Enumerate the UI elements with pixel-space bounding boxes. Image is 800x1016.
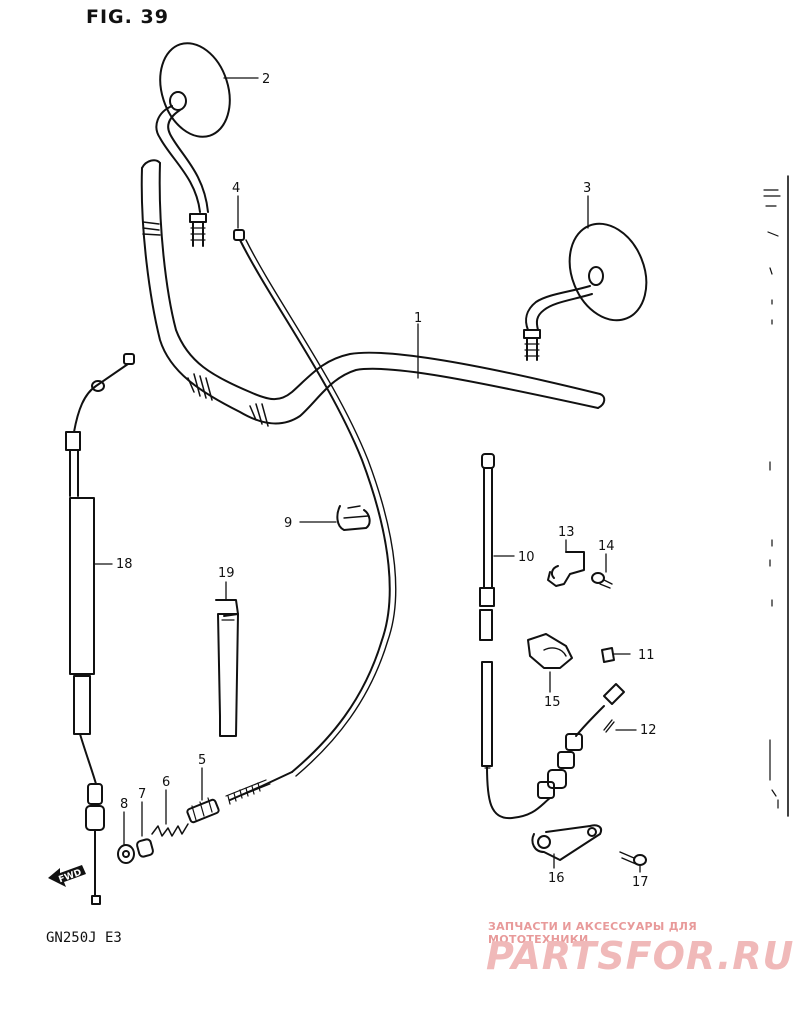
watermark-logo: PARTSFOR.RU xyxy=(486,934,795,978)
boot xyxy=(136,838,154,858)
linkage-assembly xyxy=(537,647,625,799)
callout-13: 13 xyxy=(558,525,575,540)
brake-switch-cable xyxy=(479,453,551,820)
clutch-cable xyxy=(225,229,397,805)
callout-8: 8 xyxy=(120,797,128,812)
bracket-screw xyxy=(591,572,613,589)
cable-clamp xyxy=(336,505,371,531)
switch-cover xyxy=(527,633,573,669)
callout-14: 14 xyxy=(598,539,615,554)
handlebar xyxy=(140,159,606,427)
figure-title: FIG. 39 xyxy=(86,6,169,28)
callout-3: 3 xyxy=(583,181,591,196)
callout-labels: 2 4 3 1 9 10 13 14 11 15 12 16 17 18 19 … xyxy=(116,72,657,890)
callout-2: 2 xyxy=(262,72,270,87)
callout-11: 11 xyxy=(638,648,655,663)
throttle-cable xyxy=(65,353,135,905)
callout-7: 7 xyxy=(138,787,146,802)
callout-4: 4 xyxy=(232,181,240,196)
callout-16: 16 xyxy=(548,871,565,886)
watermark-tagline: ЗАПЧАСТИ И АКСЕССУАРЫ ДЛЯ МОТОТЕХНИКИ xyxy=(488,920,698,946)
strap-band xyxy=(215,599,239,737)
right-mirror xyxy=(523,222,648,361)
callout-9: 9 xyxy=(284,516,292,531)
fwd-arrow-icon: FWD xyxy=(48,865,86,887)
spring xyxy=(151,823,189,837)
fwd-label: FWD xyxy=(57,868,83,885)
callout-6: 6 xyxy=(162,775,170,790)
callout-5: 5 xyxy=(198,753,206,768)
mounting-bracket xyxy=(547,551,585,587)
callout-1: 1 xyxy=(414,311,422,326)
callout-17: 17 xyxy=(632,875,649,890)
callout-15: 15 xyxy=(544,695,561,710)
plate-screw xyxy=(619,851,647,866)
switch-plate xyxy=(531,824,602,861)
washer xyxy=(117,844,135,864)
callout-12: 12 xyxy=(640,723,657,738)
callout-18: 18 xyxy=(116,557,133,572)
callout-10: 10 xyxy=(518,550,535,565)
adjuster-nut xyxy=(186,797,220,824)
model-code: GN250J E3 xyxy=(46,930,122,946)
edge-marks xyxy=(763,175,789,817)
callout-19: 19 xyxy=(218,566,235,581)
left-mirror xyxy=(155,42,231,247)
leader-lines xyxy=(93,77,641,873)
